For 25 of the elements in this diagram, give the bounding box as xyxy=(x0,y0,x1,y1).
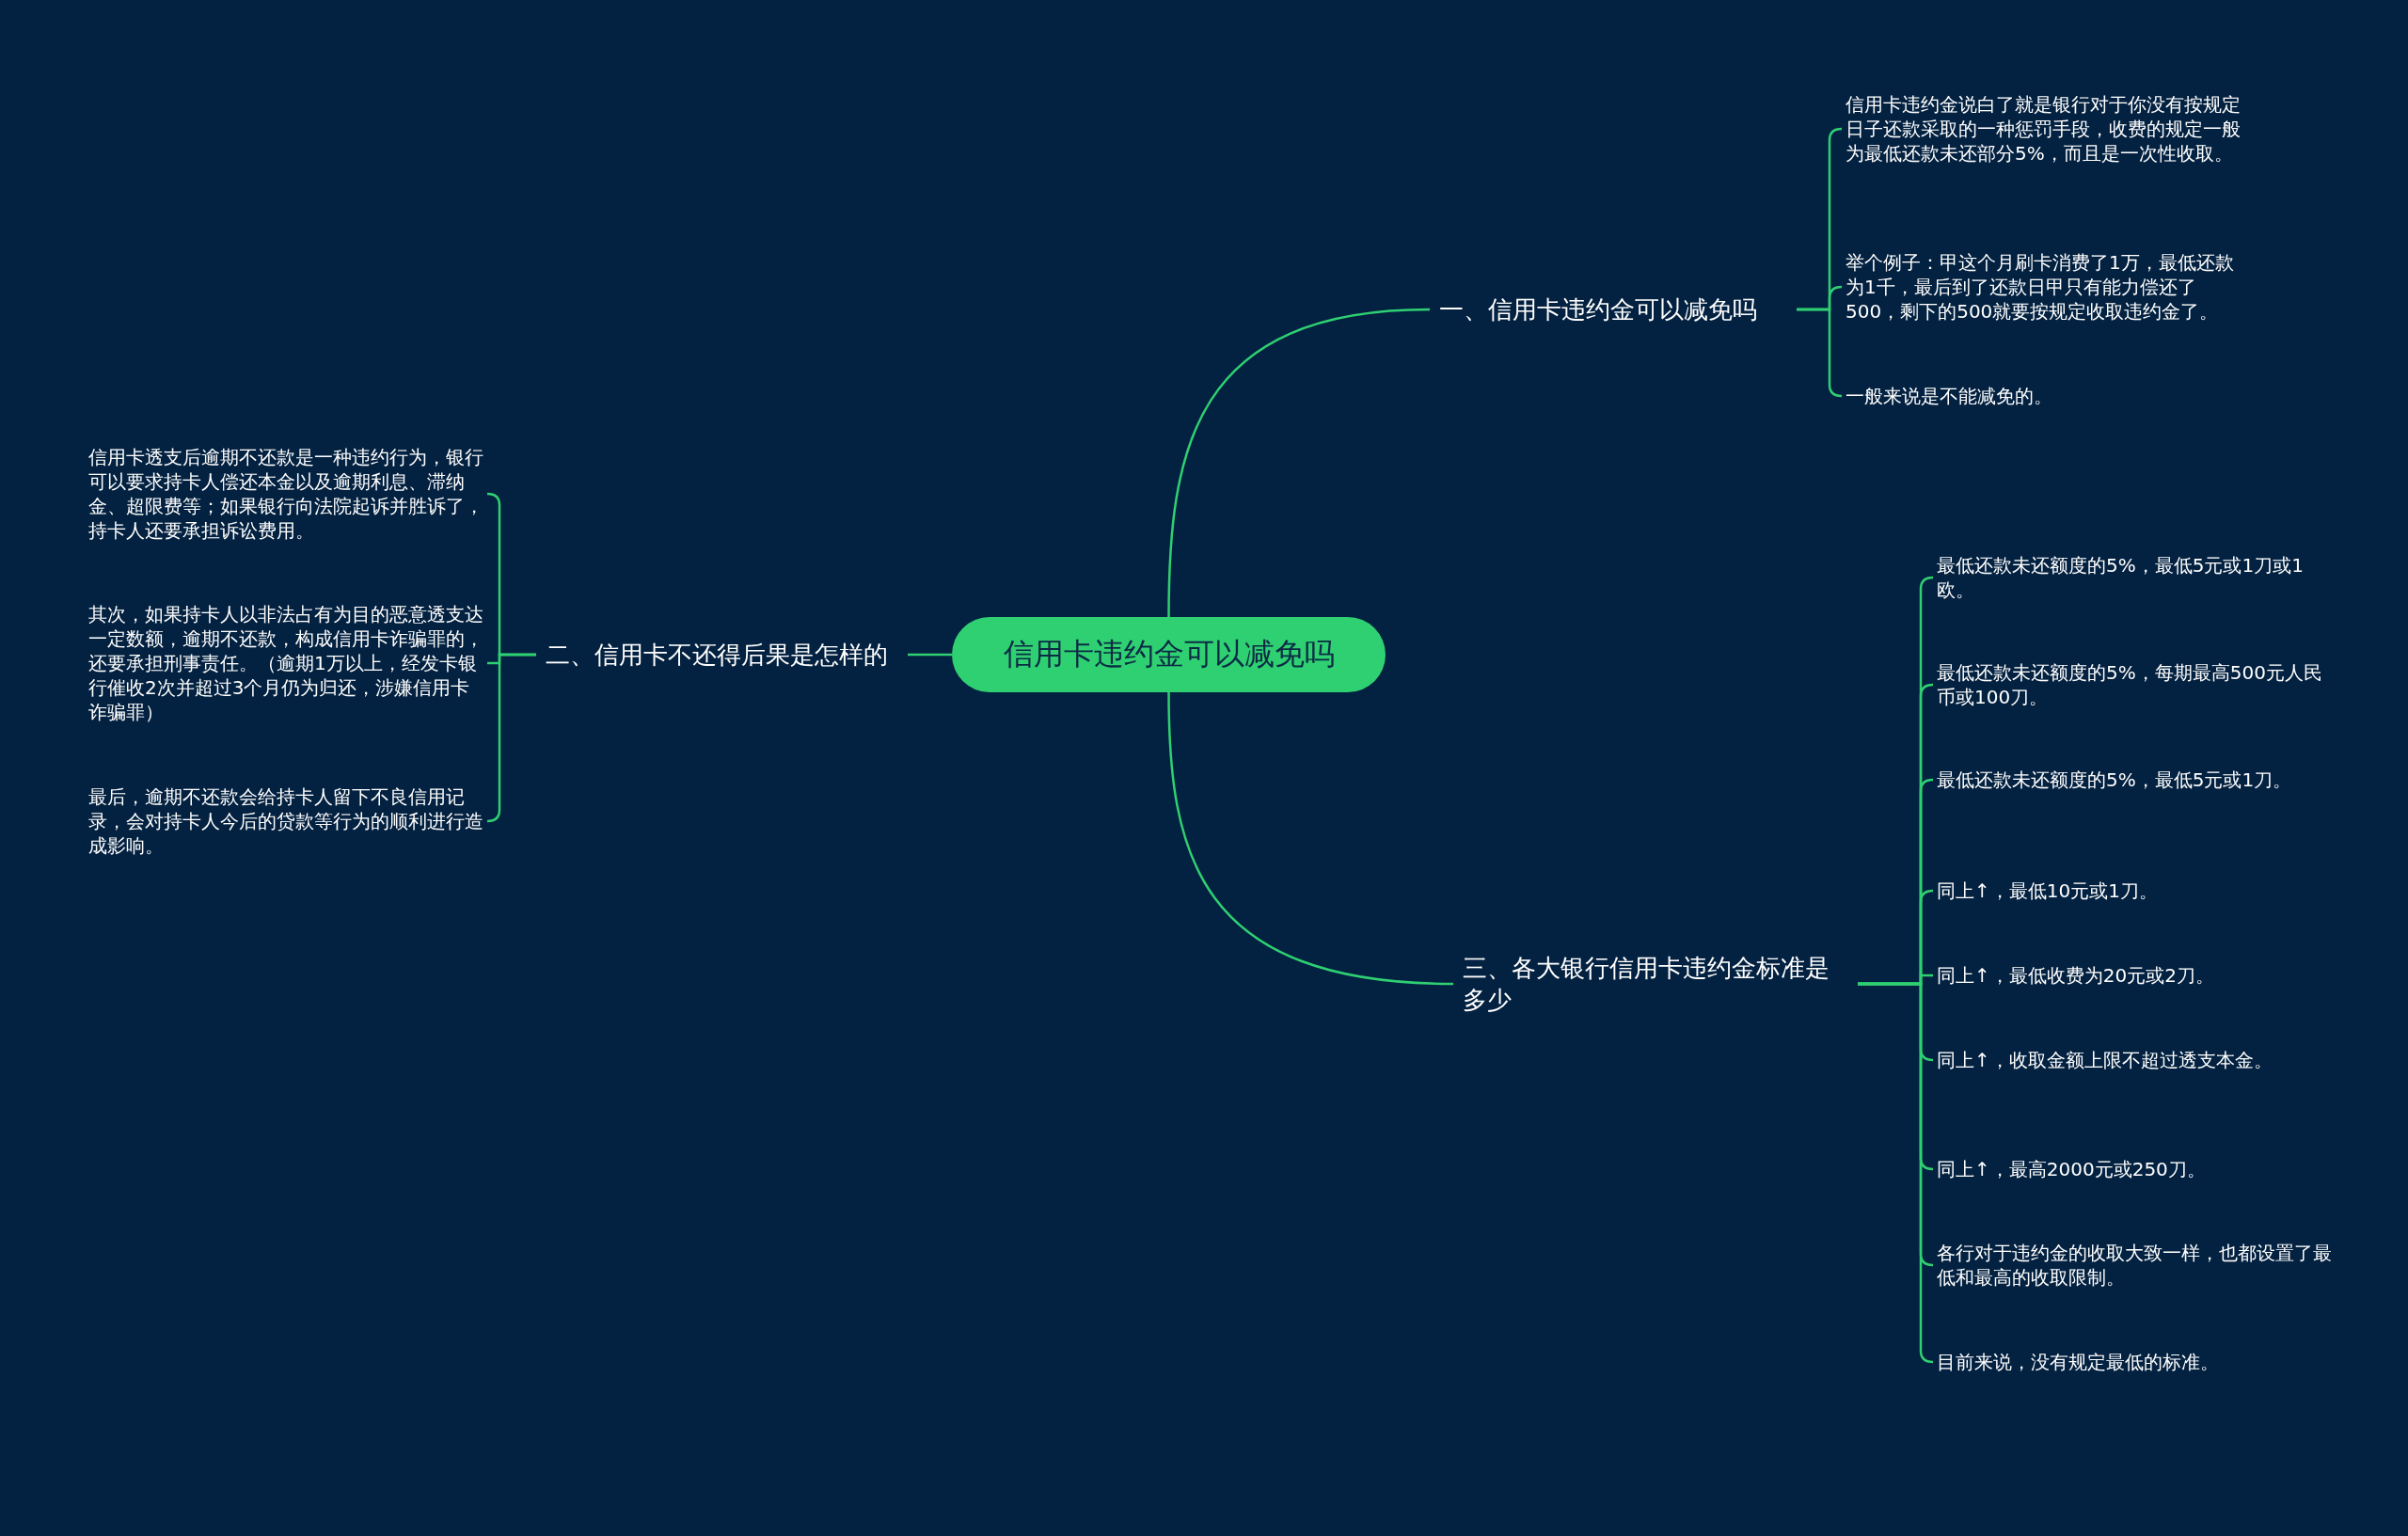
note-text: 其次，如果持卡人以非法占有为目的恶意透支达一定数额，逾期不还款，构成信用卡诈骗罪的，还要承担刑事责任。（逾期1万以上，经发卡银行催收2次并超过3个月仍为归还，涉嫌信用卡诈骗罪） xyxy=(85,602,487,724)
note-text: 最低还款未还额度的5%，每期最高500元人民币或100刀。 xyxy=(1933,660,2337,709)
note-text: 一般来说是不能减免的。 xyxy=(1842,384,2246,408)
note-text: 同上↑，最低收费为20元或2刀。 xyxy=(1933,963,2337,988)
connector-line xyxy=(908,653,952,657)
note-text: 最低还款未还额度的5%，最低5元或1刀或1欧。 xyxy=(1933,553,2337,602)
note-text: 各行对于违约金的收取大致一样，也都设置了最低和最高的收取限制。 xyxy=(1933,1241,2337,1290)
branch-topic: 二、信用卡不还得后果是怎样的 xyxy=(536,635,908,674)
note-text: 同上↑，最高2000元或250刀。 xyxy=(1933,1157,2337,1181)
note-text: 最低还款未还额度的5%，最低5元或1刀。 xyxy=(1933,768,2337,792)
note-text: 目前来说，没有规定最低的标准。 xyxy=(1933,1350,2337,1374)
note-text: 同上↑，收取金额上限不超过透支本金。 xyxy=(1933,1048,2337,1072)
note-text: 信用卡违约金说白了就是银行对于你没有按规定日子还款采取的一种惩罚手段，收费的规定一般为最低还款未还部分5%，而且是一次性收取。 xyxy=(1842,92,2246,166)
central-topic: 信用卡违约金可以减免吗 xyxy=(952,617,1386,692)
connector-line xyxy=(1797,308,1843,398)
note-text: 同上↑，最低10元或1刀。 xyxy=(1933,879,2337,903)
branch-topic: 三、各大银行信用卡违约金标准是多少 xyxy=(1453,948,1858,1020)
branch-topic: 一、信用卡违约金可以减免吗 xyxy=(1430,290,1797,329)
note-text: 最后，逾期不还款会给持卡人留下不良信用记录，会对持卡人今后的贷款等行为的顺利进行造成影响。 xyxy=(85,784,487,858)
connector-line xyxy=(1167,691,1454,986)
note-text: 信用卡透支后逾期不还款是一种违约行为，银行可以要求持卡人偿还本金以及逾期利息、滞纳金、超限费等；如果银行向法院起诉并胜诉了，持卡人还要承担诉讼费用。 xyxy=(85,445,487,543)
note-text: 举个例子：甲这个月刷卡消费了1万，最低还款为1千，最后到了还款日甲只有能力偿还了500，剩下的500就要按规定收取违约金了。 xyxy=(1842,250,2246,324)
connector-line xyxy=(1858,982,1934,1364)
connector-line xyxy=(486,653,536,823)
connector-line xyxy=(1167,308,1431,617)
